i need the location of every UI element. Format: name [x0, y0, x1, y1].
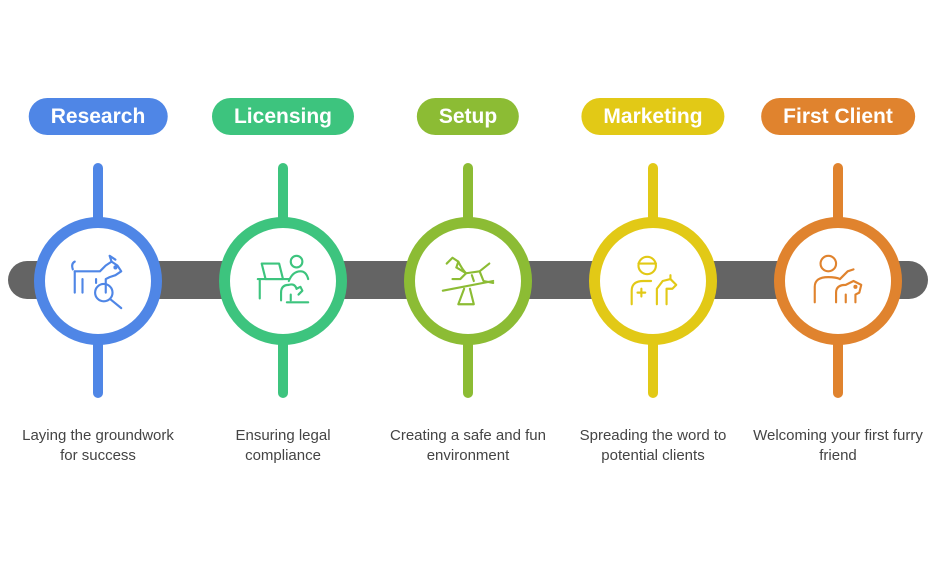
connector-bottom — [463, 330, 473, 398]
step-description: Ensuring legal compliance — [235, 427, 331, 464]
step-description: Welcoming your first furry friend — [753, 427, 923, 464]
step-first-client: First Client Welcoming your first furry … — [743, 0, 933, 564]
step-description: Laying the groundwork for success — [22, 427, 174, 464]
connector-bottom — [648, 330, 658, 398]
step-label-pill: Setup — [416, 98, 520, 135]
step-label-pill: First Client — [761, 98, 915, 135]
connector-bottom — [833, 330, 843, 398]
connector-bottom — [93, 330, 103, 398]
person-dog-icon — [813, 254, 863, 304]
step-icon-ring — [589, 217, 717, 345]
step-label-pill: Marketing — [581, 98, 725, 135]
step-research: Research Laying the groundwork for succe… — [3, 0, 193, 564]
connector-top — [93, 163, 103, 231]
step-icon-ring — [404, 217, 532, 345]
vet-dog-icon — [630, 255, 678, 306]
connector-top — [648, 163, 658, 231]
step-label-pill: Licensing — [211, 98, 355, 135]
connector-top — [463, 163, 473, 231]
dog-seesaw-icon — [441, 256, 495, 306]
person-laptop-dog-icon — [256, 254, 310, 304]
step-description: Spreading the word to potential clients — [579, 427, 727, 464]
dog-search-icon — [71, 254, 123, 310]
step-label-pill: Research — [28, 98, 168, 135]
step-icon-ring — [219, 217, 347, 345]
connector-top — [278, 163, 288, 231]
step-licensing: Licensing Ensuring legal compliance — [188, 0, 378, 564]
connector-top — [833, 163, 843, 231]
step-description: Creating a safe and fun environment — [390, 427, 546, 464]
step-icon-ring — [774, 217, 902, 345]
step-setup: Setup Creating a safe and fun environmen… — [373, 0, 563, 564]
step-icon-ring — [34, 217, 162, 345]
connector-bottom — [278, 330, 288, 398]
step-marketing: Marketing Spreading the word to potentia… — [558, 0, 748, 564]
